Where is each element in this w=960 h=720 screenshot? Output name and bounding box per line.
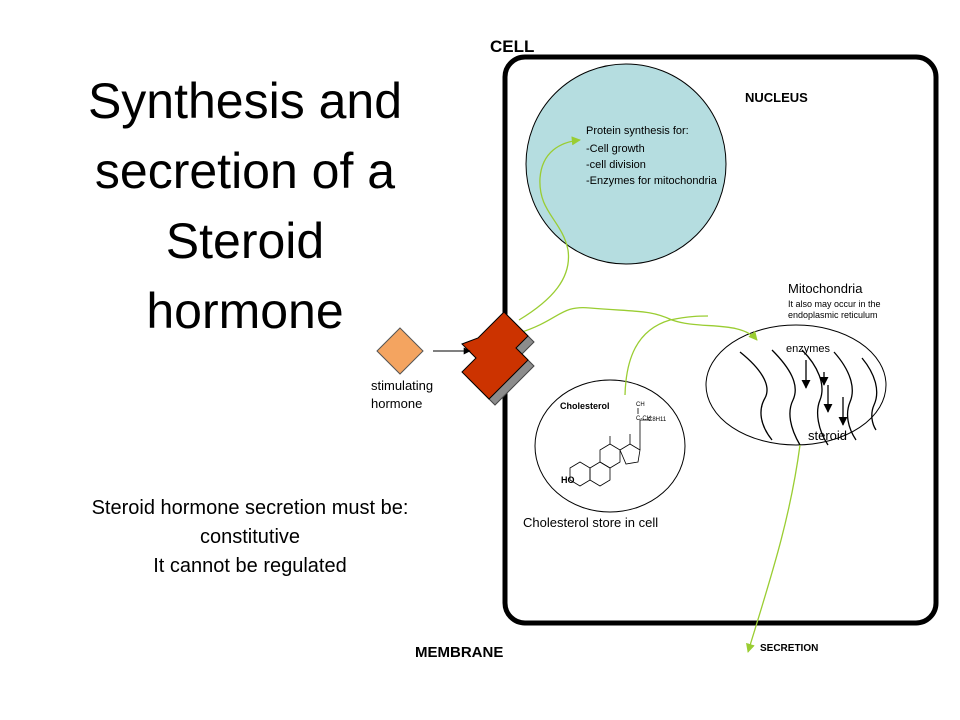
note-line: Steroid hormone secretion must be:	[91, 497, 409, 519]
nucleus	[525, 63, 727, 265]
crista	[739, 351, 773, 441]
nucleus-label: NUCLEUS	[745, 90, 808, 105]
arrow-to-secretion	[746, 444, 801, 653]
crista	[833, 351, 857, 441]
nucleus-text-line: -Cell growth	[586, 143, 645, 155]
nucleus-text-line: -Enzymes for mitochondria	[586, 175, 718, 187]
crista	[861, 357, 878, 431]
nucleus-text-line: -cell division	[586, 159, 646, 171]
ring	[619, 443, 641, 465]
secretion-label: SECRETION	[760, 643, 818, 654]
cell-label: CELL	[490, 37, 534, 56]
ho-label: HO	[561, 475, 575, 485]
stimulating-hormone-label: stimulating	[371, 378, 433, 393]
mito-note: endoplasmic reticulum	[788, 310, 878, 320]
crista	[771, 349, 801, 446]
arrow-to-mitochondria	[518, 306, 758, 341]
cholesterol-label: Cholesterol	[560, 401, 610, 411]
arrow-to-nucleus	[518, 136, 581, 321]
chem-label: C-CH	[636, 416, 651, 422]
title-line: Synthesis and	[87, 73, 403, 129]
steroid-label: steroid	[808, 428, 847, 443]
receptor-block-icon	[461, 311, 535, 406]
mitochondrion-cristae	[739, 349, 878, 446]
stimulating-hormone-label: hormone	[371, 396, 422, 411]
title-line: hormone	[146, 283, 344, 339]
cholesterol-molecule-icon	[569, 408, 650, 487]
nucleus-text-line: Protein synthesis for:	[586, 125, 689, 137]
title-line: Steroid	[165, 213, 325, 269]
secretion-note: Steroid hormone secretion must be: const…	[40, 494, 460, 581]
note-line: constitutive	[199, 526, 301, 548]
mito-note: It also may occur in the	[788, 299, 881, 309]
mitochondria-label: Mitochondria	[788, 281, 863, 296]
slide-title: Synthesis and secretion of a Steroid hor…	[30, 66, 460, 346]
membrane-label: MEMBRANE	[415, 644, 503, 661]
diamond-hormone-icon	[376, 327, 424, 375]
pathway-arrows	[518, 136, 801, 653]
nucleus-text: Protein synthesis for: -Cell growth -cel…	[586, 125, 718, 187]
mitochondrion	[705, 324, 887, 446]
arrow-from-cholesterol	[624, 315, 709, 396]
note-line: It cannot be regulated	[153, 555, 347, 577]
chem-label: CH	[636, 402, 645, 408]
chem-label: C8H11	[648, 417, 667, 423]
enzyme-arrows	[801, 360, 848, 426]
cholesterol-store-label: Cholesterol store in cell	[523, 515, 658, 530]
title-line: secretion of a	[94, 143, 396, 199]
receptor	[461, 311, 529, 400]
enzymes-label: enzymes	[786, 343, 831, 355]
cholesterol-store	[534, 379, 686, 513]
crista	[801, 349, 829, 446]
